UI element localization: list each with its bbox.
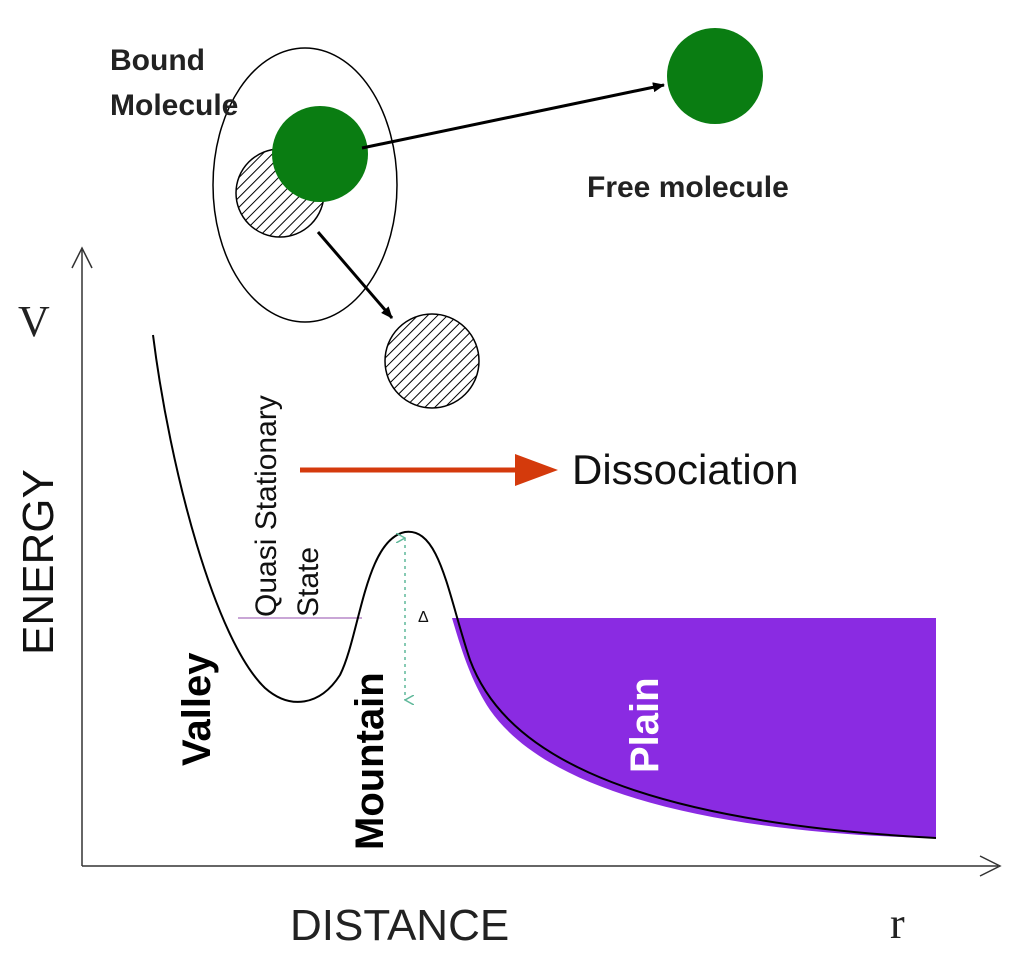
bound-molecule-label-line1: Bound bbox=[110, 44, 205, 77]
plain-label: Plain bbox=[623, 677, 667, 773]
y-axis-title: ENERGY bbox=[14, 469, 63, 655]
free-molecule-arrow bbox=[361, 82, 665, 150]
quasi-stationary-label-line2: State bbox=[292, 547, 325, 617]
bound-molecule-label-line2: Molecule bbox=[110, 89, 238, 122]
x-axis-arrowhead bbox=[979, 855, 1002, 877]
free-green-atom bbox=[667, 28, 763, 124]
y-axis-symbol: V bbox=[18, 297, 50, 346]
bound-green-atom bbox=[272, 106, 368, 202]
hatched-atom-arrow bbox=[316, 231, 394, 319]
barrier-delta-label: Δ bbox=[418, 609, 429, 626]
plain-region bbox=[452, 618, 936, 838]
quasi-stationary-label-line1: Quasi Stationary bbox=[250, 395, 283, 617]
x-axis-title: DISTANCE bbox=[290, 901, 509, 950]
axes bbox=[71, 246, 1002, 877]
dissociated-hatched-atom bbox=[384, 313, 480, 409]
dissociation-arrow bbox=[300, 454, 558, 486]
y-axis-arrowhead bbox=[71, 246, 93, 269]
bound-molecule-ellipse bbox=[212, 47, 398, 323]
mountain-label: Mountain bbox=[348, 672, 392, 850]
dissociation-label: Dissociation bbox=[572, 446, 798, 493]
x-axis-symbol: r bbox=[890, 899, 905, 948]
free-molecule-label: Free molecule bbox=[587, 171, 789, 204]
valley-label: Valley bbox=[175, 652, 219, 766]
potential-curve bbox=[152, 334, 937, 839]
